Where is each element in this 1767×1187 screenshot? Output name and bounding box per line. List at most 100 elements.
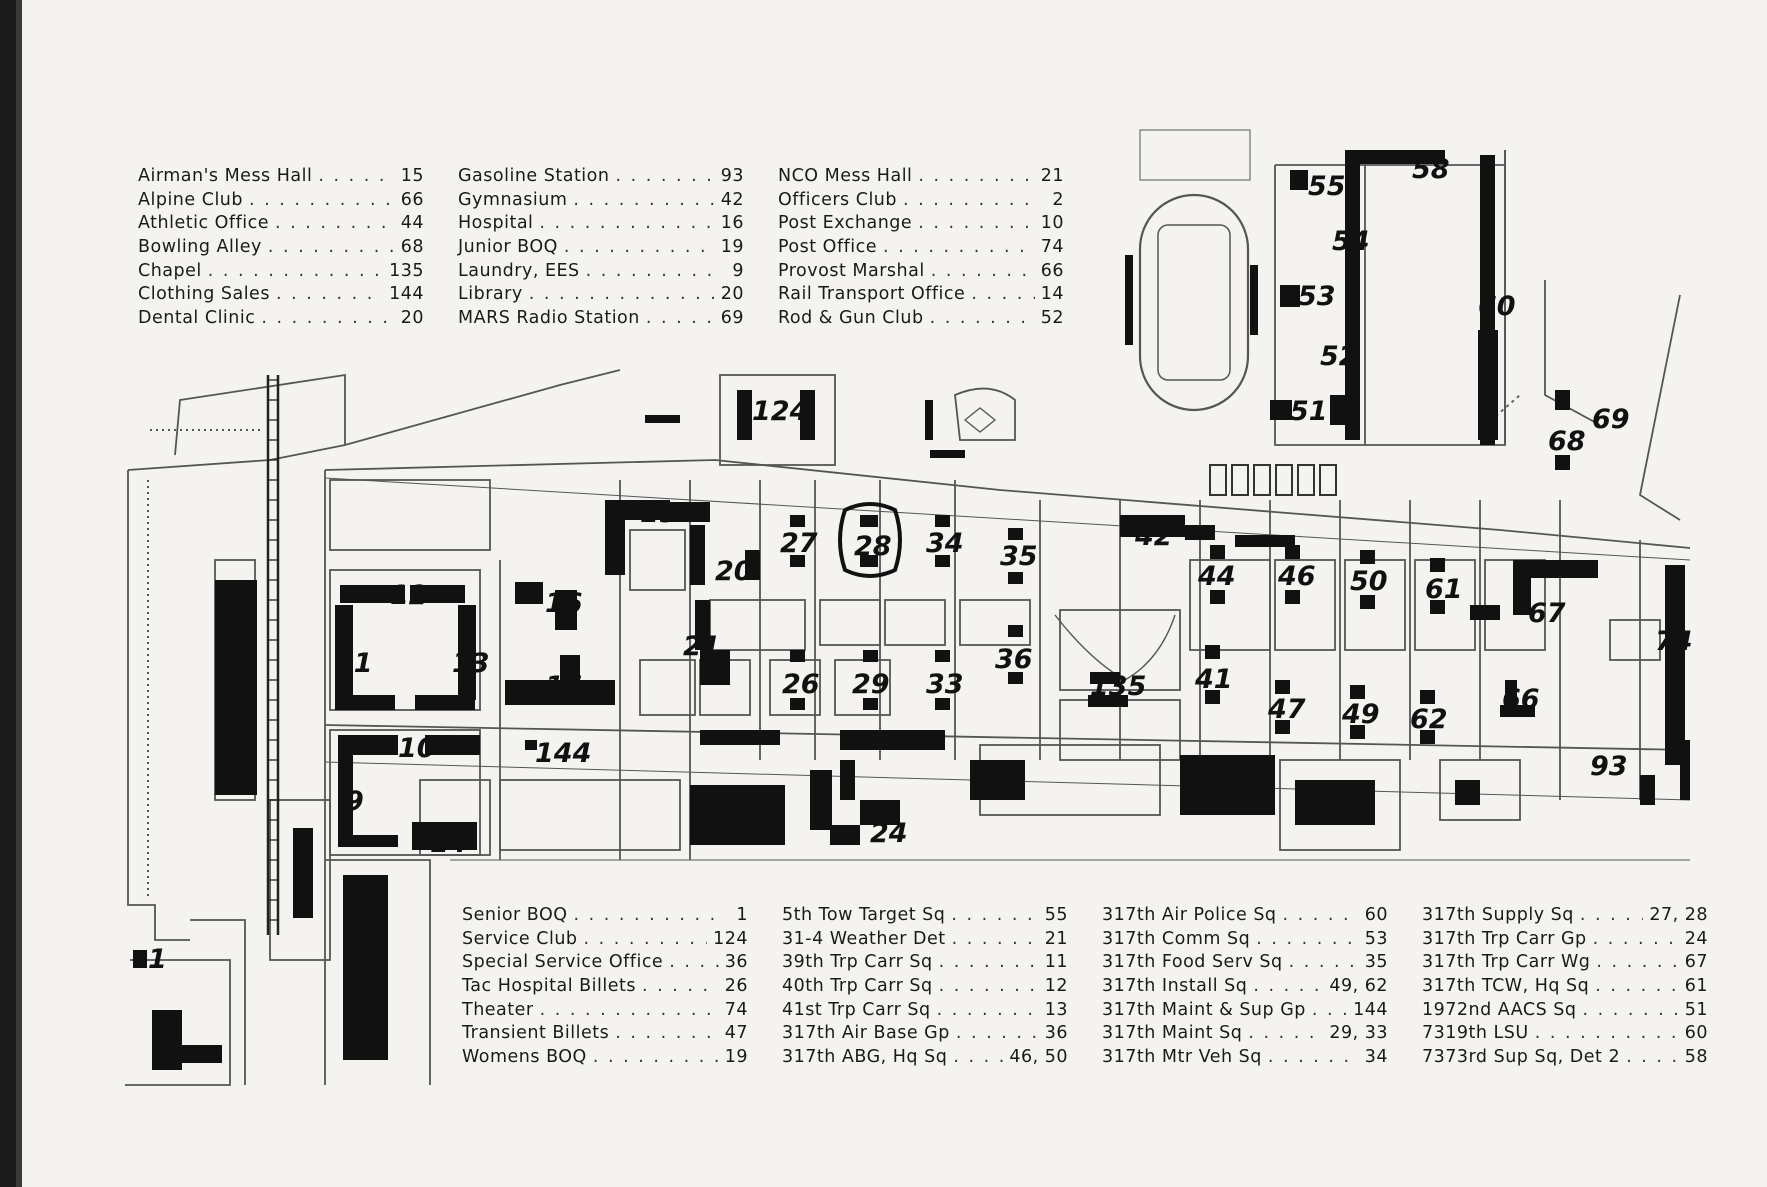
directory-entry-building-number: 10	[1040, 213, 1064, 234]
directory-entry-building-number: 44	[400, 213, 424, 234]
directory-entry-building-number: 19	[724, 1047, 748, 1068]
building-number-label: 34	[926, 528, 964, 559]
building-number-label: 67	[1528, 598, 1566, 629]
directory-bottom-column-3: 317th Air Police Sq60317th Comm Sq 53 317t…	[1102, 904, 1388, 1070]
directory-entry: Junior BOQ19	[458, 236, 744, 260]
directory-entry: Special Service Office36	[462, 951, 748, 975]
directory-entry: 317th Air Base Gp36	[782, 1022, 1068, 1046]
directory-entry-building-number: 20	[400, 308, 424, 329]
directory-entry: Gymnasium42	[458, 189, 744, 213]
building-number-label: 12	[390, 580, 428, 611]
directory-entry-name: Rail Transport Office	[778, 284, 966, 305]
directory-entry-building-number: 68	[400, 237, 424, 258]
directory-entry-building-number: 26	[724, 976, 748, 997]
directory-entry-building-number: 60	[1684, 1023, 1708, 1044]
directory-entry-name: Theater	[462, 999, 534, 1020]
building-number-label: 15	[545, 671, 583, 702]
directory-entry-name: MARS Radio Station	[458, 308, 640, 329]
directory-entry-name: Library	[458, 284, 523, 305]
building-number-label: 21	[683, 631, 721, 662]
directory-entry-name: 41st Trp Carr Sq	[782, 999, 931, 1020]
directory-entry: Library 20	[458, 283, 744, 307]
directory-top-column-3: NCO Mess Hall21Officers Club2Post Exchan…	[778, 165, 1064, 331]
directory-entry: 41st Trp Carr Sq13	[782, 999, 1068, 1023]
building-number-label: 51	[1290, 396, 1328, 427]
building-number-label: 53	[1298, 281, 1336, 312]
directory-entry: Post Exchange10	[778, 212, 1064, 236]
directory-entry-name: Senior BOQ	[462, 905, 568, 925]
directory-entry-name: 317th Maint Sq	[1102, 1023, 1243, 1044]
directory-entry: Athletic Office44	[138, 212, 424, 236]
directory-entry-name: 317th Supply Sq	[1422, 905, 1574, 925]
directory-entry-building-number: 61	[1684, 976, 1708, 997]
directory-entry-building-number: 24	[1684, 928, 1708, 949]
directory-entry-building-number: 14	[1040, 284, 1064, 305]
directory-entry-name: Gasoline Station	[458, 166, 610, 186]
directory-entry-building-number: 2	[1052, 189, 1064, 210]
directory-entry-name: Provost Marshal	[778, 260, 925, 281]
directory-entry-building-number: 20	[720, 284, 744, 305]
building-number-label: 42	[1134, 521, 1173, 552]
directory-entry: 31-4 Weather Det21	[782, 928, 1068, 952]
directory-entry-building-number: 16	[720, 213, 744, 234]
building-number-label: 14	[430, 828, 468, 859]
directory-entry-building-number: 19	[720, 237, 744, 258]
directory-entry-name: Officers Club	[778, 189, 898, 210]
directory-entry-name: Womens BOQ	[462, 1047, 587, 1068]
directory-entry-building-number: 67	[1684, 952, 1708, 973]
building-number-label: 60	[1478, 291, 1516, 322]
buildings	[133, 150, 1690, 1070]
directory-entry-building-number: 15	[400, 166, 424, 186]
building-number-label: 47	[1267, 694, 1306, 725]
building-number-label: 13	[452, 648, 490, 679]
directory-entry-name: Special Service Office	[462, 952, 664, 973]
directory-entry: 317th Mtr Veh Sq34	[1102, 1046, 1388, 1070]
directory-top-column-1: Airman's Mess Hall15Alpine Club66Athleti…	[138, 165, 424, 331]
directory-entry-building-number: 9	[732, 260, 744, 281]
building-number-label: 28	[854, 531, 892, 562]
building-number-label: 9	[345, 786, 364, 817]
directory-entry-name: 317th Comm Sq	[1102, 928, 1251, 949]
building-number-label: 10	[398, 733, 436, 764]
building-number-label: 46	[1277, 561, 1316, 592]
directory-entry-name: Post Office	[778, 237, 878, 258]
directory-entry: Bowling Alley68	[138, 236, 424, 260]
directory-entry-building-number: 42	[720, 189, 744, 210]
directory-entry: 317th Supply Sq27, 28	[1422, 904, 1708, 928]
building-number-label: 50	[1350, 566, 1388, 597]
building-number-label: 69	[1592, 404, 1630, 435]
directory-entry-name: 39th Trp Carr Sq	[782, 952, 933, 973]
building-number-label: 54	[1332, 226, 1370, 257]
directory-entry-building-number: 12	[1044, 976, 1068, 997]
building-number-label: 144	[535, 738, 591, 769]
directory-entry-building-number: 58	[1684, 1047, 1708, 1068]
directory-entry-building-number: 53	[1364, 928, 1388, 949]
bleacher-row	[1209, 464, 1337, 496]
scan-edge-shadow	[16, 0, 22, 1187]
directory-entry: 40th Trp Carr Sq12	[782, 975, 1068, 999]
building-number-label: 58	[1412, 154, 1450, 185]
directory-entry-name: 317th TCW, Hq Sq	[1422, 976, 1590, 997]
directory-entry-building-number: 36	[1044, 1023, 1068, 1044]
building-number-label: 61	[1425, 574, 1463, 605]
directory-entry: 317th Maint Sq29, 33	[1102, 1022, 1388, 1046]
building-number-label: 135	[1090, 671, 1146, 702]
directory-entry-name: Transient Billets	[462, 1023, 610, 1044]
building-number-label: 20	[715, 556, 753, 587]
directory-entry-name: Tac Hospital Billets	[462, 976, 637, 997]
directory-entry: MARS Radio Station69	[458, 307, 744, 331]
directory-entry: 1972nd AACS Sq51	[1422, 999, 1708, 1023]
directory-entry-name: Clothing Sales	[138, 284, 270, 305]
directory-entry-name: 317th Install Sq	[1102, 976, 1248, 997]
building-number-label: 93	[1590, 751, 1628, 782]
directory-entry-building-number: 55	[1044, 905, 1068, 925]
building-number-label: 49	[1341, 699, 1380, 730]
directory-entry: 317th Air Police Sq60	[1102, 904, 1388, 928]
directory-entry: 317th ABG, Hq Sq46, 50	[782, 1046, 1068, 1070]
directory-entry: Officers Club 2	[778, 189, 1064, 213]
directory-entry-building-number: 66	[400, 189, 424, 210]
directory-entry: 39th Trp Carr Sq11	[782, 951, 1068, 975]
directory-entry-building-number: 66	[1040, 260, 1064, 281]
building-number-label: 55	[1308, 171, 1346, 202]
